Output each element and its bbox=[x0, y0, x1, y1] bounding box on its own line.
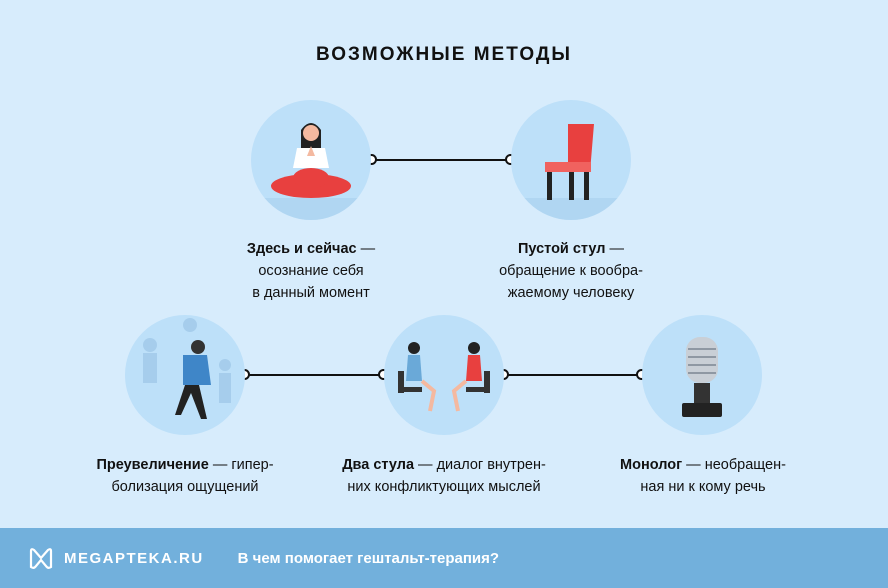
method-name: Пустой стул bbox=[517, 241, 606, 257]
method-name: Преувеличение bbox=[96, 457, 209, 473]
method-name: Здесь и сейчас bbox=[246, 241, 357, 257]
method-dash: — необращен- bbox=[682, 457, 786, 473]
method-caption: Монолог — необращен- ная ни к кому речь bbox=[588, 454, 818, 498]
method-caption: Пустой стул — обращение к вообра- жаемом… bbox=[461, 238, 681, 304]
connector-line bbox=[244, 374, 384, 376]
meditating-woman-icon bbox=[251, 100, 371, 220]
brand-name: MEGAPTEKA.RU bbox=[64, 549, 204, 567]
method-caption: Преувеличение — гипер- болизация ощущени… bbox=[60, 454, 310, 498]
method-desc: болизация ощущений bbox=[111, 479, 259, 495]
method-dash: — гипер- bbox=[208, 457, 274, 473]
method-desc: обращение к вообра- bbox=[499, 263, 643, 279]
method-desc: в данный момент bbox=[252, 285, 370, 301]
method-dash: — диалог внутрен- bbox=[414, 457, 546, 473]
article-title: В чем помогает гештальт-терапия? bbox=[237, 549, 500, 567]
method-desc: них конфликтующих мыслей bbox=[347, 479, 541, 495]
method-dash: — bbox=[356, 241, 376, 257]
connector-line bbox=[503, 374, 642, 376]
method-caption: Два стула — диалог внутрен- них конфликт… bbox=[309, 454, 579, 498]
method-caption: Здесь и сейчас — осознание себя в данный… bbox=[211, 238, 411, 304]
two-chairs-icon bbox=[384, 315, 504, 435]
method-name: Два стула bbox=[342, 457, 415, 473]
empty-chair-icon bbox=[511, 100, 631, 220]
method-desc: ная ни к кому речь bbox=[640, 479, 766, 495]
microphone-icon bbox=[642, 315, 762, 435]
exaggeration-man-icon bbox=[125, 315, 245, 435]
method-dash: — bbox=[605, 241, 625, 257]
method-desc: осознание себя bbox=[258, 263, 364, 279]
method-name: Монолог bbox=[620, 457, 683, 473]
brand-logo[interactable]: MEGAPTEKA.RU bbox=[28, 547, 204, 569]
footer: MEGAPTEKA.RU В чем помогает гештальт-тер… bbox=[0, 528, 888, 588]
logo-icon bbox=[29, 548, 53, 569]
page-title: ВОЗМОЖНЫЕ МЕТОДЫ bbox=[315, 44, 573, 65]
method-desc: жаемому человеку bbox=[507, 285, 635, 301]
connector-line bbox=[371, 159, 511, 161]
